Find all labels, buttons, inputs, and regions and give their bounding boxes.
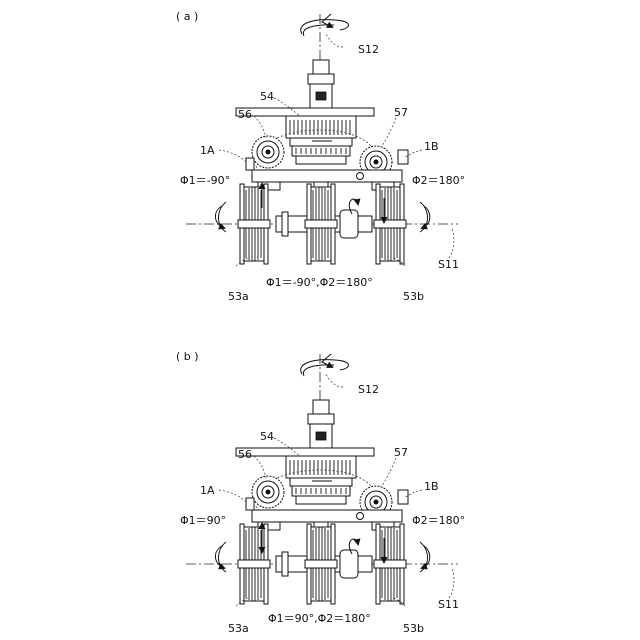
label-56: 56 bbox=[238, 108, 252, 121]
label-53a: 53a bbox=[228, 622, 249, 635]
label-s11: S11 bbox=[438, 258, 459, 271]
label-57: 57 bbox=[394, 446, 408, 459]
panel-b bbox=[186, 354, 458, 606]
caption-angles: Φ1＝-90°,Φ2＝180° bbox=[266, 276, 373, 289]
label-phi1: Φ1＝-90° bbox=[180, 174, 230, 187]
label-phi2: Φ2＝180° bbox=[412, 514, 465, 527]
label-s12: S12 bbox=[358, 383, 379, 396]
label-phi2: Φ2＝180° bbox=[412, 174, 465, 187]
label-1b: 1B bbox=[424, 480, 439, 493]
label-53a: 53a bbox=[228, 290, 249, 303]
label-54: 54 bbox=[260, 90, 274, 103]
label-53b: 53b bbox=[403, 290, 424, 303]
label-56: 56 bbox=[238, 448, 252, 461]
label-53b: 53b bbox=[403, 622, 424, 635]
label-1a: 1A bbox=[200, 144, 215, 157]
label-54: 54 bbox=[260, 430, 274, 443]
label-57: 57 bbox=[394, 106, 408, 119]
label-phi1: Φ1＝90° bbox=[180, 514, 226, 527]
label-s11: S11 bbox=[438, 598, 459, 611]
panel-label: ( a ) bbox=[176, 10, 198, 23]
label-1b: 1B bbox=[424, 140, 439, 153]
panel-label: ( b ) bbox=[176, 350, 199, 363]
label-s12: S12 bbox=[358, 43, 379, 56]
panel-a bbox=[186, 14, 458, 266]
label-1a: 1A bbox=[200, 484, 215, 497]
caption-angles: Φ1＝90°,Φ2＝180° bbox=[268, 612, 371, 625]
